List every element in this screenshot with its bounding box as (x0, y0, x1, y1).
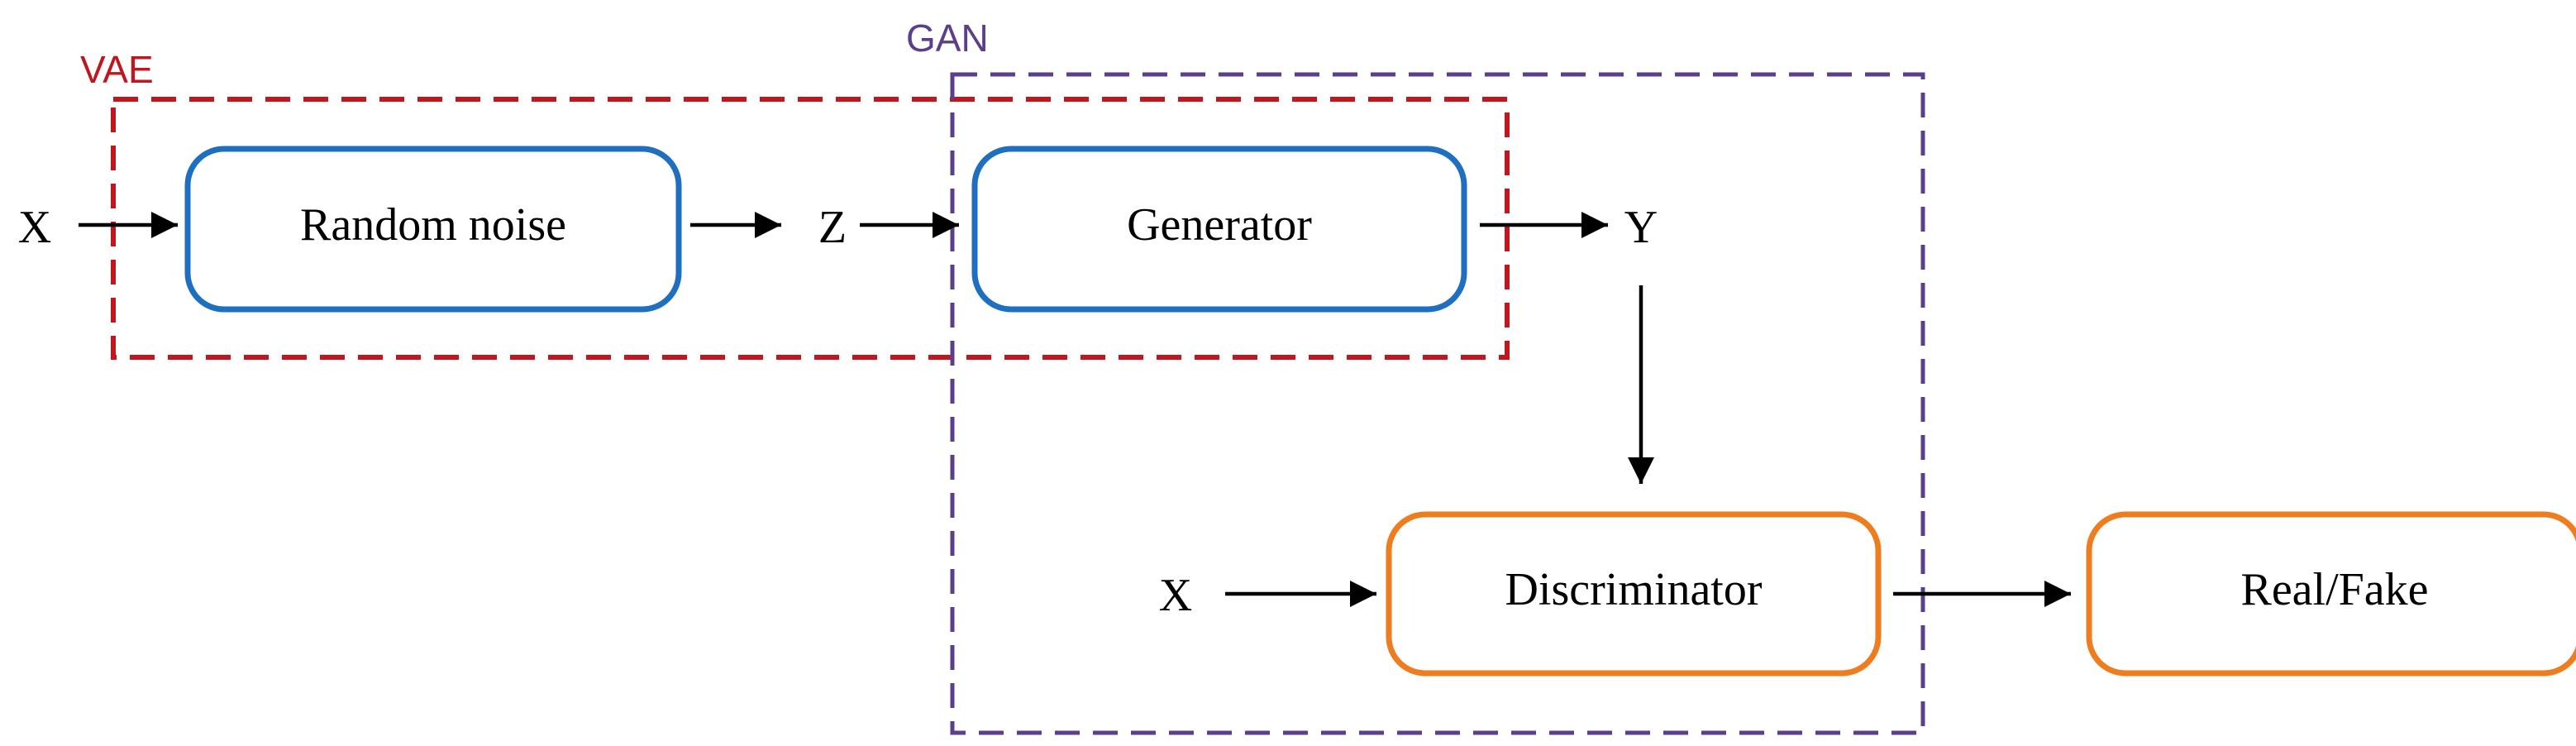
z-label: Z (818, 202, 847, 253)
generator-box (971, 146, 1467, 313)
x-real-label: X (1159, 570, 1192, 621)
real-fake-label: Real/Fake (2240, 564, 2428, 615)
gan-group-box (950, 72, 1925, 735)
discriminator-label: Discriminator (1505, 564, 1762, 615)
vae-group-label: VAE (80, 48, 154, 91)
generator-label: Generator (1127, 199, 1312, 251)
discriminator-box (1386, 511, 1882, 677)
y-label: Y (1624, 202, 1658, 253)
real-fake-box (2086, 511, 2576, 677)
discriminator-node: Discriminator (1386, 511, 1882, 677)
gan-group-label: GAN (906, 17, 989, 60)
vae-group-box (111, 97, 1510, 360)
real-fake-node: Real/Fake (2086, 511, 2576, 677)
generator-node: Generator (971, 146, 1467, 313)
random-noise-label: Random noise (300, 199, 566, 251)
random-noise-box (184, 146, 682, 313)
x-input-label: X (18, 202, 51, 253)
random-noise-node: Random noise (184, 146, 682, 313)
